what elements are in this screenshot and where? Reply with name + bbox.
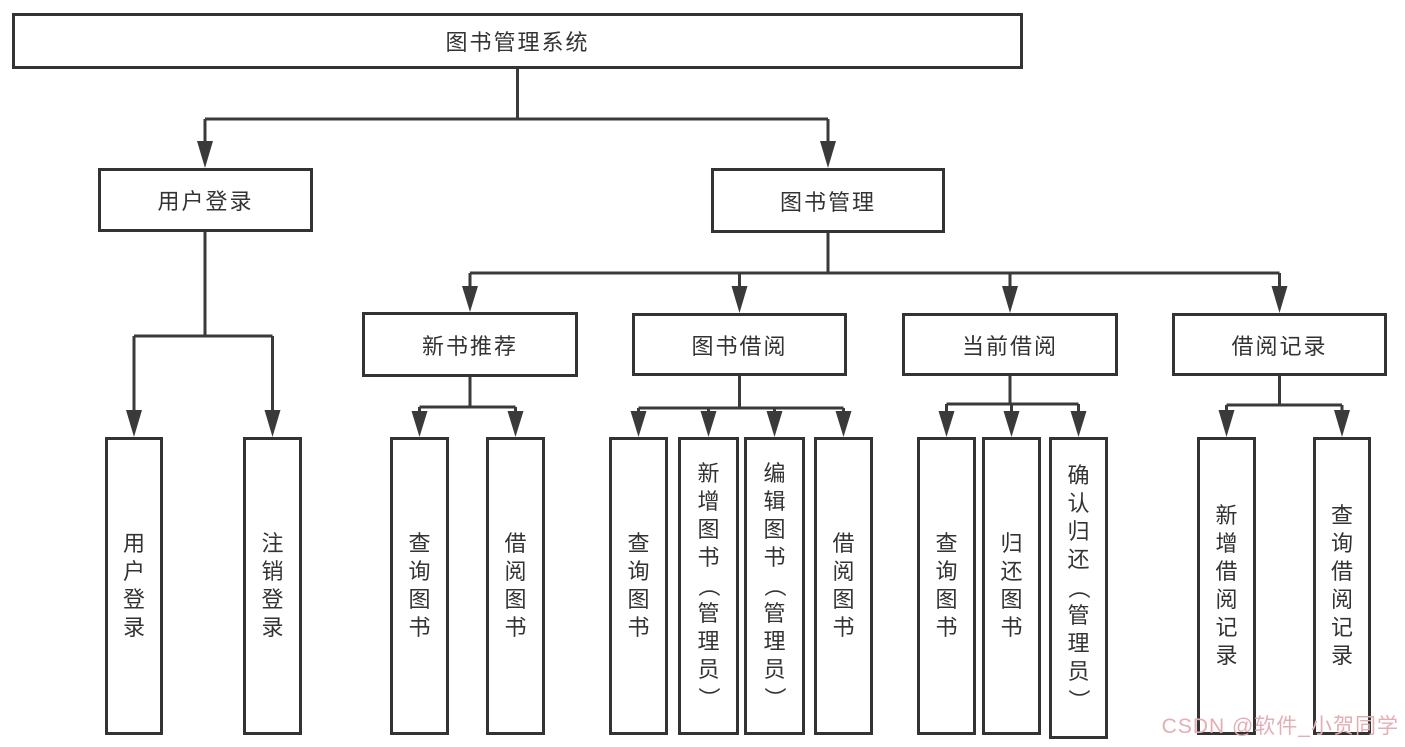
node-leaf-rec-query-book: 查询图书	[390, 437, 449, 735]
node-leaf-bb-borrow-book: 借阅图书	[814, 437, 873, 735]
node-leaf-cb-query-book: 查询图书	[917, 437, 976, 735]
node-leaf-br-add-record: 新增借阅记录	[1197, 437, 1256, 735]
node-leaf-cb-return-book: 归还图书	[982, 437, 1041, 735]
node-borrow-record: 借阅记录	[1172, 313, 1387, 376]
node-leaf-logout: 注销登录	[243, 437, 302, 735]
node-root: 图书管理系统	[12, 13, 1023, 69]
node-new-book-recommend: 新书推荐	[362, 312, 578, 377]
node-user-login: 用户登录	[98, 168, 313, 232]
node-leaf-rec-borrow-book: 借阅图书	[486, 437, 545, 735]
node-book-borrow: 图书借阅	[632, 313, 847, 376]
node-current-borrow: 当前借阅	[902, 313, 1118, 376]
watermark-text: CSDN @软件_小贺同学	[1161, 715, 1399, 738]
node-leaf-bb-add-book-admin: 新增图书（管理员）	[678, 437, 739, 735]
node-leaf-user-login: 用户登录	[105, 437, 163, 735]
node-leaf-cb-confirm-return-admin: 确认归还（管理员）	[1049, 437, 1108, 739]
node-leaf-bb-edit-book-admin: 编辑图书（管理员）	[744, 437, 805, 735]
node-leaf-bb-query-book: 查询图书	[609, 437, 668, 735]
node-book-management: 图书管理	[711, 168, 945, 233]
node-leaf-br-query-record: 查询借阅记录	[1313, 437, 1371, 735]
